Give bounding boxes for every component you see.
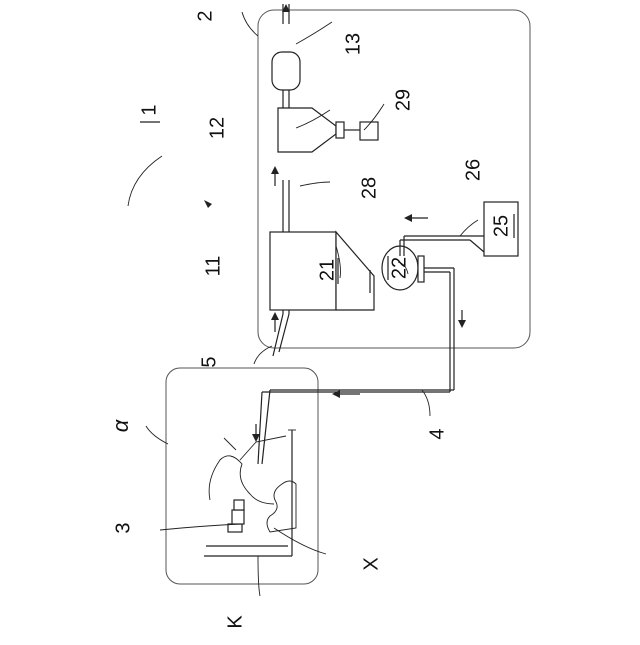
label-collector: 29 [392, 89, 414, 111]
reference-labels: 1 2 3 4 5 11 12 13 21 22 25 26 28 29 α X… [108, 10, 514, 628]
label-supply-line: 26 [462, 159, 484, 181]
label-system: 1 [138, 104, 160, 115]
label-separator: 12 [206, 117, 228, 139]
label-return-line: 4 [426, 428, 448, 439]
label-body: 3 [112, 522, 134, 533]
work-area-frame [166, 368, 318, 584]
label-cyclone-tank: 11 [202, 256, 224, 277]
label-object: X [360, 557, 382, 570]
work-area [204, 430, 296, 556]
label-suction-line: 5 [198, 356, 220, 367]
system-arrow [128, 156, 162, 206]
label-hopper: 21 [316, 259, 338, 281]
label-pump: 22 [388, 257, 410, 279]
separator [278, 108, 336, 152]
label-floor: K [224, 615, 246, 629]
hopper [336, 232, 374, 310]
label-area: α [108, 418, 133, 432]
nozzle [228, 500, 244, 532]
filter [272, 52, 300, 90]
label-source: 25 [490, 215, 512, 237]
label-building: 2 [194, 10, 216, 21]
label-filter: 13 [342, 33, 364, 55]
label-exhaust-line: 28 [358, 177, 380, 199]
